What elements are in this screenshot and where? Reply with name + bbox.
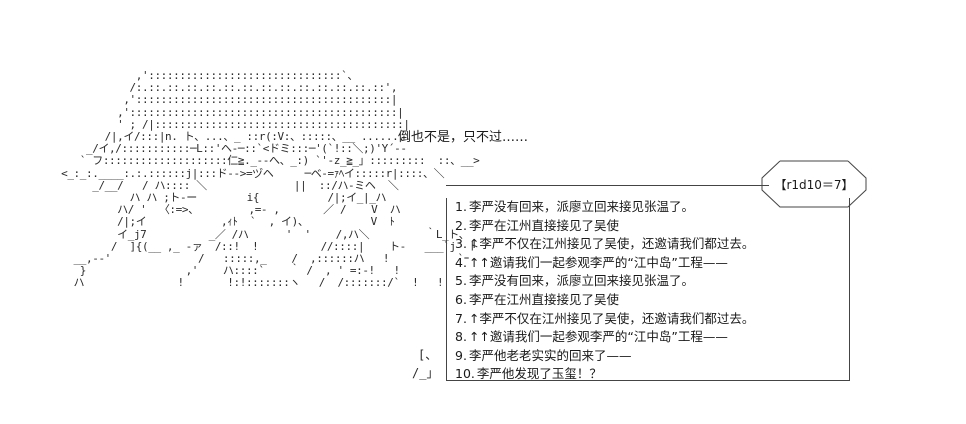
roll-option: 5.李严没有回来，派廖立回来接见张温了。 [455, 272, 754, 291]
roll-option-number: 6. [455, 291, 467, 307]
dice-result-badge: 【r1d10＝7】 [758, 158, 870, 210]
roll-option-text: 李严在江州直接接见了吴使 [468, 217, 619, 233]
roll-option-number: 3. [455, 236, 467, 252]
roll-option: 7.↑李严不仅在江州接见了吴使，还邀请我们都过去。 [455, 310, 754, 329]
roll-option-text: ↑李严不仅在江州接见了吴使，还邀请我们都过去。 [468, 236, 755, 252]
roll-options-list: 1.李严没有回来，派廖立回来接见张温了。 2.李严在江州直接接见了吴使 3.↑李… [455, 198, 754, 384]
roll-option: 6.李严在江州直接接见了吴使 [455, 291, 754, 310]
roll-option: 3.↑李严不仅在江州接见了吴使，还邀请我们都过去。 [455, 235, 754, 254]
roll-option-number: 7. [455, 310, 467, 326]
side-mark-upper: [、 [418, 348, 438, 362]
roll-option: 8.↑↑邀请我们一起参观李严的“江中岛”工程—— [455, 328, 754, 347]
dice-badge-frame [761, 160, 867, 208]
panel-top-rule [446, 185, 769, 186]
roll-option: 10.李严他发现了玉玺！？ [455, 365, 754, 384]
roll-option-number: 2. [455, 217, 467, 233]
roll-option-text: 李严他老老实实的回来了—— [468, 347, 632, 363]
roll-option-number: 8. [455, 329, 467, 345]
roll-option-number: 9. [455, 347, 467, 363]
roll-option-number: 1. [455, 199, 467, 214]
roll-option-number: 10. [455, 366, 475, 382]
roll-option-number: 4. [455, 254, 467, 270]
roll-option-text: ↑↑邀请我们一起参观李严的“江中岛”工程—— [468, 254, 728, 270]
roll-option-text: 李严在江州直接接见了吴使 [468, 291, 619, 307]
side-mark-lower: /_」 [412, 366, 439, 380]
roll-option: 1.李严没有回来，派廖立回来接见张温了。 [455, 198, 754, 217]
caption-text: 倒也不是，只不过…… [398, 130, 529, 145]
roll-option-text: ↑↑邀请我们一起参观李严的“江中岛”工程—— [468, 329, 728, 345]
roll-option-number: 5. [455, 273, 467, 289]
roll-option-text: 李严没有回来，派廖立回来接见张温了。 [468, 199, 694, 214]
roll-option: 9.李严他老老实实的回来了—— [455, 347, 754, 366]
roll-option-text: 李严没有回来，派廖立回来接见张温了。 [468, 273, 694, 289]
roll-option-text: ↑李严不仅在江州接见了吴使，还邀请我们都过去。 [468, 310, 755, 326]
roll-option: 4.↑↑邀请我们一起参观李严的“江中岛”工程—— [455, 254, 754, 273]
dice-result-label: 【r1d10＝7】 [774, 178, 854, 192]
roll-option-text: 李严他发现了玉玺！？ [476, 366, 602, 382]
roll-options-panel: 1.李严没有回来，派廖立回来接见张温了。 2.李严在江州直接接见了吴使 3.↑李… [446, 198, 850, 381]
ascii-art-figure: ,':::::::::::::::::::::::::::::::`、 /:.:… [61, 69, 480, 290]
roll-option: 2.李严在江州直接接见了吴使 [455, 217, 754, 236]
